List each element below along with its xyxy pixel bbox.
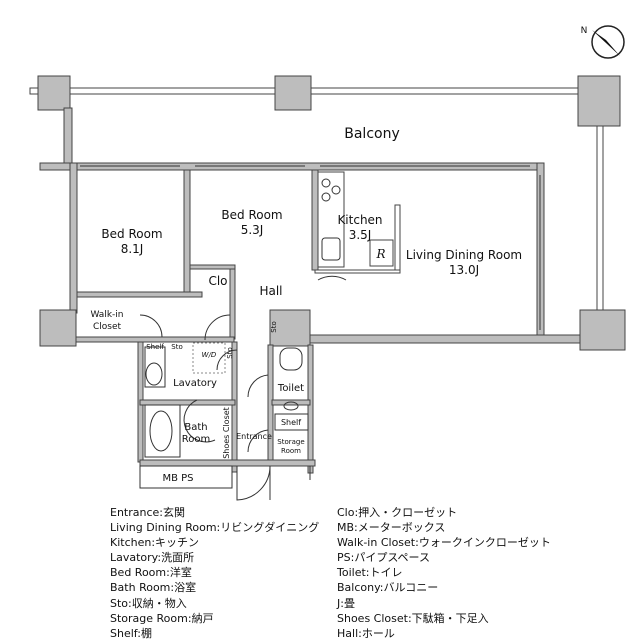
bathtub-icon (149, 410, 173, 452)
bed-room-1-size: 8.1J (121, 242, 144, 256)
refrigerator (369, 239, 394, 267)
shelf-label: Shelf (146, 343, 164, 351)
balcony-label: Balcony (344, 126, 400, 142)
bath-room-label-1: Bath (184, 422, 207, 433)
legend-item: MB:メーターボックス (337, 521, 446, 535)
storage-room-label-1: Storage (277, 438, 304, 446)
legend-item: Toilet:トイレ (337, 566, 403, 580)
clo-label: Clo (208, 274, 227, 288)
washbasin-icon (145, 362, 163, 386)
refrigerator-label: R (375, 247, 385, 261)
north-arrow-icon (592, 30, 620, 56)
door-swing (247, 374, 269, 398)
kitchen-fixtures: R (317, 171, 401, 271)
walk-in-closet-label-2: Closet (93, 322, 122, 332)
shelf-label: Shelf (281, 418, 301, 427)
door-swing (183, 399, 216, 443)
legend-item: J:畳 (337, 596, 355, 610)
kitchen-label: Kitchen (337, 213, 382, 227)
entrance-label: Entrance (236, 432, 272, 441)
kitchen-size: 3.5J (349, 228, 372, 242)
sto-label: Sto (171, 343, 182, 351)
balcony-rail (29, 75, 621, 349)
doors (139, 275, 347, 501)
legend-item: PS:パイプスペース (337, 551, 431, 565)
legend-right: Clo:押入・クローゼット MB:メーターボックス Walk-in Closet… (337, 505, 551, 641)
stove-burner-icon (321, 192, 331, 202)
door-swing (317, 275, 347, 281)
legend-item: Storage Room:納戸 (110, 611, 214, 625)
legend-item: Entrance:玄関 (110, 506, 185, 519)
door-swing (139, 314, 163, 338)
windows (80, 165, 541, 330)
legend-item: Kitchen:キッチン (110, 536, 200, 550)
walk-in-closet-label-1: Walk-in (90, 310, 123, 320)
hall-label: Hall (259, 284, 282, 298)
bed-room-2-label: Bed Room (221, 208, 282, 222)
lavatory-label: Lavatory (173, 378, 217, 389)
stove-burner-icon (331, 185, 341, 195)
bath-room-label-2: Room (182, 434, 210, 445)
compass-ring (591, 25, 625, 59)
legend-item: Balcony:バルコニー (337, 581, 439, 595)
storage-room-label-2: Room (281, 447, 301, 455)
bed-room-1-label: Bed Room (101, 227, 162, 241)
legend-left: Entrance:玄関 Living Dining Room:リビングダイニング… (110, 505, 319, 641)
door-swing (204, 314, 231, 341)
entrance-door (236, 465, 271, 501)
toilet-label: Toilet (277, 383, 304, 394)
sto-label: Sto (270, 321, 278, 332)
living-dining-label: Living Dining Room (406, 248, 522, 262)
compass: N (581, 25, 625, 59)
stove-burner-icon (321, 178, 331, 188)
legend-item: Sto:収納・物入 (110, 596, 187, 610)
living-dining-size: 13.0J (449, 263, 479, 277)
legend-item: Hall:ホール (337, 626, 395, 640)
compass-north-label: N (581, 26, 588, 36)
shoes-closet-label: Shoes Closet (222, 407, 231, 459)
washer-dryer (192, 342, 226, 374)
door-swing (247, 429, 269, 453)
bed-room-2-size: 5.3J (241, 223, 264, 237)
legend-item: Walk-in Closet:ウォークインクローゼット (337, 536, 551, 550)
legend-item: Clo:押入・クローゼット (337, 506, 458, 519)
mb-ps-label: MB PS (162, 473, 193, 484)
legend-item: Shelf:棚 (110, 626, 152, 640)
legend-item: Bath Room:浴室 (110, 581, 197, 595)
wd-label: W/D (202, 351, 217, 359)
legend-item: Lavatory:洗面所 (110, 551, 195, 565)
legend-item: Bed Room:洋室 (110, 566, 192, 580)
door-swing (216, 349, 238, 371)
sink-icon (321, 237, 341, 261)
sto-label: Sto (226, 347, 234, 358)
toilet-icon (279, 347, 303, 371)
legend-item: Living Dining Room:リビングダイニング (110, 521, 320, 535)
legend-item: Shoes Closet:下駄箱・下足入 (337, 611, 489, 625)
